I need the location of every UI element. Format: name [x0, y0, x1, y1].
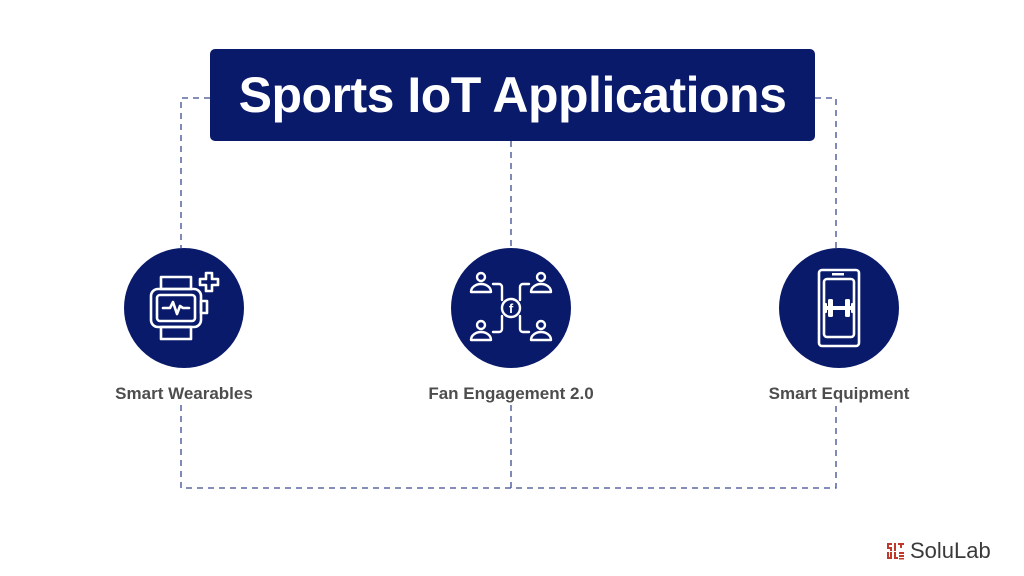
- icon-circle: [124, 248, 244, 368]
- svg-text:f: f: [509, 301, 514, 316]
- node-smart-equipment: Smart Equipment: [719, 248, 959, 404]
- node-label: Smart Equipment: [768, 384, 910, 403]
- title-banner: Sports IoT Applications: [210, 49, 815, 141]
- tablet-dumbbell-icon: [817, 268, 861, 348]
- node-label: Fan Engagement 2.0: [428, 384, 594, 403]
- brand-name: SoluLab: [910, 538, 991, 563]
- solulab-mark-icon: [887, 543, 904, 560]
- solulab-logo: SoluLab: [886, 538, 991, 564]
- icon-circle: [779, 248, 899, 368]
- page-title: Sports IoT Applications: [238, 67, 787, 123]
- icon-circle: f: [451, 248, 571, 368]
- node-smart-wearables: Smart Wearables: [64, 248, 304, 404]
- smartwatch-heartbeat-icon: [149, 271, 220, 341]
- node-label: Smart Wearables: [115, 384, 253, 403]
- node-fan-engagement: f Fan Engagement 2.0: [391, 248, 631, 404]
- social-network-people-icon: f: [469, 271, 553, 342]
